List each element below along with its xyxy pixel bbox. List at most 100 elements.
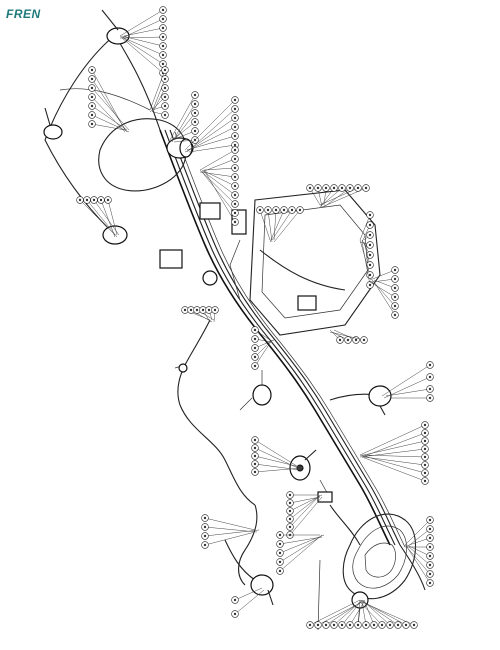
leader-line bbox=[363, 599, 375, 626]
callout-marker-dot bbox=[428, 396, 432, 400]
callout-marker-dot bbox=[428, 375, 432, 379]
callout-marker-dot bbox=[338, 338, 342, 342]
callout-marker-dot bbox=[288, 509, 292, 513]
leader-line bbox=[359, 599, 407, 626]
pedal-box-frame bbox=[159, 189, 381, 336]
callout-marker-dot bbox=[393, 313, 397, 317]
left-branch-line bbox=[174, 319, 274, 606]
master-cylinder bbox=[98, 118, 194, 192]
leader-line bbox=[408, 546, 431, 566]
leader-line bbox=[86, 199, 118, 238]
callout-marker-dot bbox=[233, 220, 237, 224]
leader-line bbox=[123, 27, 164, 37]
callout-marker-dot bbox=[423, 455, 427, 459]
callout-marker-dot bbox=[233, 148, 237, 152]
callout-marker-dot bbox=[368, 283, 372, 287]
leader-line bbox=[289, 494, 321, 528]
callout-marker-dot bbox=[253, 346, 257, 350]
leader-line bbox=[333, 329, 357, 341]
callout-marker-dot bbox=[253, 470, 257, 474]
callout-marker-dot bbox=[233, 211, 237, 215]
leader-line bbox=[201, 171, 236, 214]
leader-line bbox=[369, 269, 396, 281]
callout-marker-dot bbox=[161, 35, 165, 39]
callout-marker-dot bbox=[288, 525, 292, 529]
leader-line bbox=[289, 496, 323, 536]
callout-marker-dot bbox=[290, 208, 294, 212]
callout-marker-dot bbox=[368, 233, 372, 237]
leader-line bbox=[373, 281, 396, 316]
callout-marker-dot bbox=[396, 623, 400, 627]
leader-line bbox=[254, 455, 305, 469]
callout-marker-dot bbox=[233, 107, 237, 111]
leader-line bbox=[404, 519, 431, 546]
callout-marker-dot bbox=[423, 431, 427, 435]
leader-line bbox=[91, 69, 126, 131]
callout-marker-dot bbox=[163, 95, 167, 99]
callout-marker-dot bbox=[288, 517, 292, 521]
leader-line bbox=[279, 536, 323, 545]
leader-line bbox=[273, 209, 301, 243]
callout-marker-dot bbox=[195, 308, 199, 312]
callout-marker-dot bbox=[253, 337, 257, 341]
leader-line bbox=[383, 376, 431, 399]
callout-marker-dot bbox=[253, 328, 257, 332]
callout-marker-dot bbox=[340, 623, 344, 627]
callout-marker-dot bbox=[90, 113, 94, 117]
leader-line bbox=[254, 339, 273, 367]
wheel-cylinder-front-left bbox=[106, 27, 130, 45]
leader-line bbox=[201, 169, 236, 187]
callout-marker-dot bbox=[161, 26, 165, 30]
right-reservoir bbox=[329, 385, 392, 416]
leader-line bbox=[204, 531, 256, 546]
leader-line bbox=[151, 78, 166, 113]
callout-marker-dot bbox=[233, 157, 237, 161]
callout-marker-dot bbox=[233, 116, 237, 120]
leader-line bbox=[361, 456, 426, 482]
callout-marker-dot bbox=[393, 277, 397, 281]
callout-marker-dot bbox=[368, 213, 372, 217]
callout-marker-dot bbox=[412, 623, 416, 627]
callout-marker-dot bbox=[372, 623, 376, 627]
callout-marker-dot bbox=[428, 387, 432, 391]
leader-line bbox=[119, 35, 164, 65]
leader-line bbox=[361, 241, 371, 286]
leader-line bbox=[359, 424, 426, 456]
callout-marker-dot bbox=[368, 253, 372, 257]
leader-line bbox=[406, 544, 431, 557]
leader-line bbox=[254, 439, 301, 469]
callout-marker-dot bbox=[233, 193, 237, 197]
leader-line bbox=[361, 454, 426, 458]
leader-line bbox=[199, 149, 236, 171]
callout-marker-dot bbox=[233, 125, 237, 129]
leader-line bbox=[279, 534, 325, 554]
callout-marker-dot bbox=[90, 122, 94, 126]
callout-marker-dot bbox=[203, 525, 207, 529]
callout-marker-dot bbox=[163, 104, 167, 108]
callout-marker-dot bbox=[324, 623, 328, 627]
callout-marker-dot bbox=[354, 338, 358, 342]
callout-marker-dot bbox=[388, 623, 392, 627]
callout-marker-dot bbox=[368, 223, 372, 227]
callout-marker-dot bbox=[428, 536, 432, 540]
callout-marker-dot bbox=[253, 364, 257, 368]
callout-marker-dot bbox=[233, 202, 237, 206]
callout-marker-dot bbox=[189, 308, 193, 312]
leader-line bbox=[341, 599, 363, 626]
callout-marker-dot bbox=[340, 186, 344, 190]
leader-line bbox=[329, 331, 365, 341]
leader-line bbox=[188, 144, 236, 153]
callout-marker-dot bbox=[332, 623, 336, 627]
junction-block bbox=[289, 449, 333, 503]
callout-marker-dot bbox=[161, 8, 165, 12]
callout-marker-dot bbox=[423, 479, 427, 483]
callout-marker-dot bbox=[266, 208, 270, 212]
leader-line bbox=[188, 117, 236, 151]
callout-marker-dot bbox=[207, 308, 211, 312]
callout-marker-dot bbox=[213, 308, 217, 312]
leader-line bbox=[279, 534, 323, 572]
callout-marker-dot bbox=[428, 518, 432, 522]
leader-line bbox=[359, 601, 383, 626]
leader-line bbox=[363, 601, 399, 626]
